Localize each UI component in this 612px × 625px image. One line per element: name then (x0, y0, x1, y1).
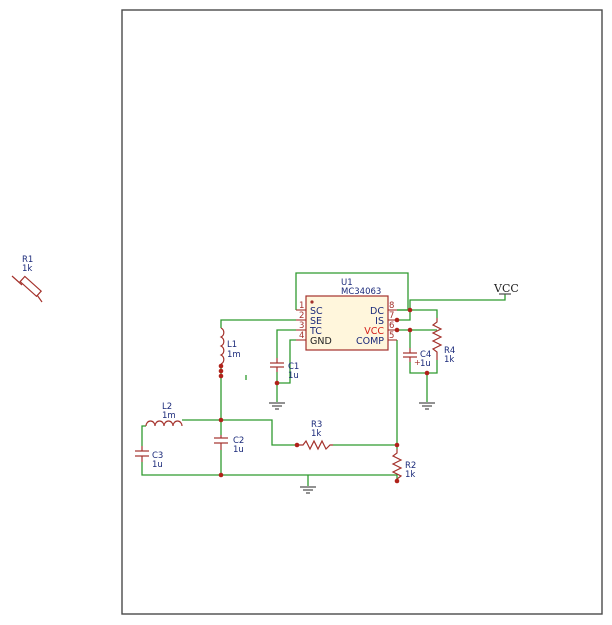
vcc-label: VCC (493, 282, 519, 295)
inductor-l1[interactable]: L1 1m (219, 327, 241, 365)
vcc-power-symbol: VCC (493, 282, 519, 295)
junctions (218, 307, 430, 484)
r2-ref: R2 (405, 461, 416, 471)
u1-pin-num-1: 1 (299, 301, 304, 311)
l2-value: 1m (162, 411, 176, 421)
u1-pin-tc: TC (309, 326, 322, 337)
junction-dot (218, 472, 224, 478)
capacitor-c2[interactable]: C2 1u (214, 435, 244, 455)
c4-plus-icon: + (414, 358, 421, 367)
u1-pin-comp: COMP (356, 336, 384, 347)
capacitor-c4[interactable]: C4 + 1u (403, 348, 431, 369)
u1-value: MC34063 (341, 287, 381, 297)
junction-dot (218, 368, 224, 374)
r1-value: 1k (22, 264, 32, 274)
capacitor-c1[interactable]: C1 1u (270, 358, 299, 381)
junction-dot (424, 370, 430, 376)
junction-dot (294, 442, 300, 448)
u1-pin-se: SE (310, 316, 322, 327)
c4-ref: C4 (420, 350, 431, 360)
junction-dot (407, 307, 413, 313)
u1-pin-num-4: 4 (299, 331, 304, 341)
u1-pin-num-7: 7 (389, 311, 394, 321)
c3-value: 1u (152, 460, 163, 470)
ground-symbol-main (300, 486, 316, 494)
junction-dot (394, 442, 400, 448)
resistor-r3[interactable]: R3 1k (297, 420, 333, 451)
u1-pin-vcc: VCC (364, 326, 384, 337)
u1-pin-sc: SC (310, 306, 323, 317)
r4-value: 1k (444, 355, 454, 365)
capacitor-c3[interactable]: C3 1u (135, 446, 163, 470)
r3-value: 1k (311, 429, 321, 439)
r3-ref: R3 (311, 420, 322, 430)
junction-dot (274, 380, 280, 386)
junction-dot (407, 327, 413, 333)
u1-pin-num-3: 3 (299, 321, 304, 331)
c2-value: 1u (233, 445, 244, 455)
u1-pin-is: IS (375, 316, 384, 327)
junction-dot (394, 317, 400, 323)
u1-pin-dc: DC (370, 306, 384, 317)
junction-dot (218, 363, 224, 369)
ground-symbol-c1 (269, 402, 285, 410)
junction-dot (218, 417, 224, 423)
l1-value: 1m (227, 350, 241, 360)
r2-value: 1k (405, 470, 415, 480)
junction-dot (394, 327, 400, 333)
junction-dot (394, 478, 400, 484)
sheet-border (121, 9, 603, 615)
u1-ref: U1 (341, 278, 353, 288)
c3-ref: C3 (152, 451, 163, 461)
c1-ref: C1 (288, 362, 299, 372)
resistor-r1[interactable]: R1 1k (11, 255, 43, 303)
u1-pin-num-2: 2 (299, 311, 304, 321)
c1-value: 1u (288, 371, 299, 381)
u1-pin-num-6: 6 (389, 321, 394, 331)
junction-dot (218, 373, 224, 379)
r4-ref: R4 (444, 346, 455, 356)
inductor-l2[interactable]: L2 1m (145, 402, 183, 427)
c2-ref: C2 (233, 436, 244, 446)
ic-u1[interactable]: U1 MC34063 1 2 3 4 SC SE TC GND 8 7 6 5 … (296, 278, 397, 351)
u1-pin-gnd: GND (310, 336, 332, 347)
resistor-r4[interactable]: R4 1k (431, 318, 455, 365)
u1-pin-num-5: 5 (389, 331, 394, 341)
r1-ref: R1 (22, 255, 33, 265)
l2-ref: L2 (162, 402, 172, 412)
l1-ref: L1 (227, 340, 237, 350)
ground-symbol-c4 (419, 402, 435, 410)
resistor-r2[interactable]: R2 1k (391, 449, 416, 481)
u1-pin-num-8: 8 (389, 301, 394, 311)
c4-value: 1u (420, 359, 431, 369)
